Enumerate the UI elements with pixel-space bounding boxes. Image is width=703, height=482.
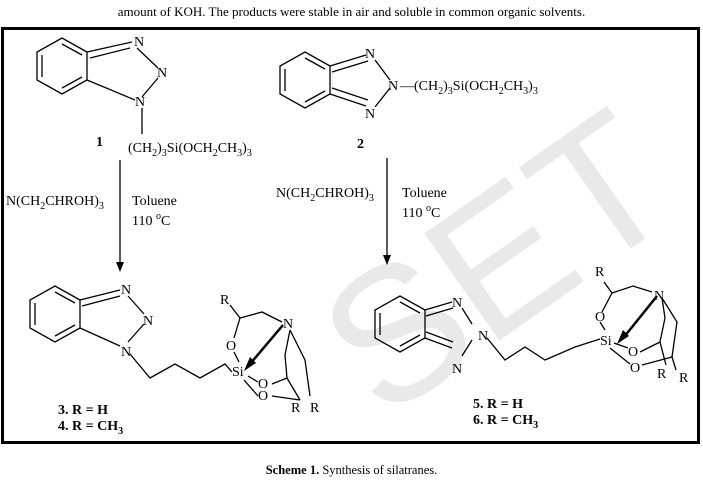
- formula-segment: 3: [533, 86, 538, 97]
- svg-text:N: N: [365, 47, 375, 62]
- svg-text:N: N: [654, 289, 664, 304]
- svg-text:R: R: [291, 401, 301, 416]
- formula-segment: CHROH): [315, 186, 369, 201]
- svg-text:O: O: [226, 339, 236, 354]
- svg-text:Toluene: Toluene: [132, 194, 177, 209]
- product-3-4: N N N Si O O O N R R R 3. R = H 4. R = C…: [29, 283, 320, 437]
- svg-text:N(CH2CHROH)3: N(CH2CHROH)3: [6, 194, 104, 212]
- svg-text:N: N: [388, 79, 398, 94]
- formula-segment: 2: [213, 148, 218, 159]
- formula-segment: 3. R = H: [58, 403, 108, 418]
- formula-segment: 3: [162, 148, 167, 159]
- chain-formula: —(CH2)3Si(OCH2CH3)3: [399, 79, 538, 97]
- compound-label-6: 6. R = CH3: [473, 413, 538, 431]
- formula-segment: o: [156, 211, 161, 222]
- caption-label: Scheme 1.: [265, 463, 320, 477]
- formula-segment: ): [242, 141, 247, 156]
- formula-segment: ): [443, 79, 448, 94]
- formula-segment: CH: [218, 141, 237, 156]
- compound-2: N N N —(CH2)3Si(OCH2CH3)3 2: [279, 47, 538, 152]
- scheme-frame: [1, 27, 700, 444]
- formula-segment: 3: [237, 148, 242, 159]
- svg-text:O: O: [595, 310, 605, 325]
- formula-segment: CH: [504, 79, 523, 94]
- svg-text:N: N: [143, 314, 153, 329]
- reaction-arrow-left: N(CH2CHROH)3 Toluene 110 oC: [6, 160, 177, 272]
- figure-caption: Scheme 1. Synthesis of silatranes.: [0, 463, 703, 478]
- formula-segment: 3: [118, 426, 123, 437]
- svg-text:O: O: [258, 377, 268, 392]
- svg-text:N: N: [135, 95, 145, 110]
- svg-text:N: N: [452, 296, 462, 311]
- compound-label-4: 4. R = CH3: [58, 419, 123, 437]
- formula-segment: N(CH: [276, 186, 310, 201]
- svg-text:R: R: [310, 401, 320, 416]
- formula-segment: Si(OCH: [167, 141, 213, 156]
- caption-text: Synthesis of silatranes.: [319, 463, 438, 477]
- formula-segment: 2: [310, 193, 315, 204]
- svg-text:Si: Si: [232, 365, 244, 380]
- formula-segment: C: [431, 206, 440, 221]
- svg-text:N(CH2CHROH)3: N(CH2CHROH)3: [276, 186, 374, 204]
- formula-segment: 6. R = CH: [473, 413, 533, 428]
- svg-text:R: R: [595, 265, 605, 280]
- svg-text:N: N: [121, 283, 131, 298]
- svg-text:N: N: [134, 35, 144, 50]
- svg-text:N: N: [283, 317, 293, 332]
- formula-segment: 3: [247, 148, 252, 159]
- compound-1: N N N 1 (CH2)3Si(OCH2CH3)3: [36, 35, 252, 159]
- svg-text:N: N: [478, 329, 488, 344]
- svg-text:O: O: [628, 345, 638, 360]
- formula-segment: C: [161, 214, 170, 229]
- formula-segment: 110: [402, 206, 426, 221]
- svg-text:110 oC: 110 oC: [402, 203, 440, 221]
- compound-label-3: 3. R = H: [58, 403, 108, 418]
- formula-segment: 3: [533, 420, 538, 431]
- chain-formula: (CH2)3Si(OCH2CH3)3: [128, 141, 252, 159]
- formula-segment: Si(OCH: [453, 79, 499, 94]
- formula-segment: 4. R = CH: [58, 419, 118, 434]
- product-5-6: N N N Si O O O N R R R 5. R = H 6. R = C…: [374, 265, 689, 431]
- formula-segment: ): [157, 141, 162, 156]
- formula-segment: N(CH: [6, 194, 40, 209]
- svg-text:R: R: [679, 371, 689, 386]
- formula-segment: 5. R = H: [473, 397, 523, 412]
- formula-segment: ): [528, 79, 533, 94]
- reaction-arrow-right: N(CH2CHROH)3 Toluene 110 oC: [276, 158, 447, 265]
- formula-segment: 2: [438, 86, 443, 97]
- svg-text:110 oC: 110 oC: [132, 211, 170, 229]
- compound-number-1: 1: [96, 135, 103, 150]
- svg-text:N: N: [157, 66, 167, 81]
- formula-segment: 3: [369, 193, 374, 204]
- formula-segment: 3: [99, 201, 104, 212]
- svg-text:R: R: [657, 367, 667, 382]
- svg-text:N: N: [121, 345, 131, 360]
- formula-segment: 2: [40, 201, 45, 212]
- svg-text:O: O: [258, 389, 268, 404]
- formula-segment: 2: [499, 86, 504, 97]
- formula-segment: o: [426, 203, 431, 214]
- svg-text:Toluene: Toluene: [402, 186, 447, 201]
- formula-segment: 3: [523, 86, 528, 97]
- formula-segment: CHROH): [45, 194, 99, 209]
- svg-text:N: N: [365, 107, 375, 122]
- formula-segment: 2: [152, 148, 157, 159]
- formula-segment: —(CH: [399, 79, 438, 94]
- svg-text:Si: Si: [600, 334, 612, 349]
- compound-label-5: 5. R = H: [473, 397, 523, 412]
- formula-segment: (CH: [128, 141, 152, 156]
- svg-text:O: O: [630, 361, 640, 376]
- svg-text:N: N: [452, 362, 462, 377]
- compound-number-2: 2: [357, 137, 364, 152]
- svg-text:R: R: [220, 293, 230, 308]
- intro-text: amount of KOH. The products were stable …: [117, 4, 586, 19]
- formula-segment: 110: [132, 214, 156, 229]
- formula-segment: 3: [448, 86, 453, 97]
